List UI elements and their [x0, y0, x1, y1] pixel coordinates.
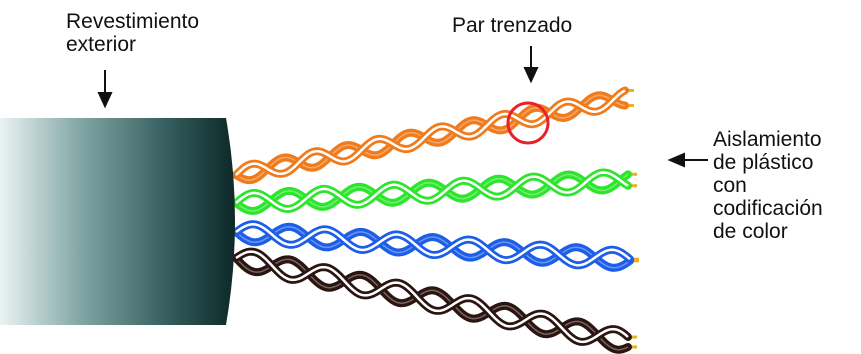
- twisted-pair-highlight-circle: [506, 101, 550, 145]
- label-insulation-line5: de color: [713, 220, 788, 243]
- arrow-jacket: [97, 70, 113, 109]
- label-outer-jacket-line2: exterior: [66, 33, 137, 56]
- label-outer-jacket-line1: Revestimiento: [66, 10, 200, 33]
- twisted-pairs-group: [232, 86, 639, 354]
- brown-pair-wire-2-highlight: [235, 250, 629, 344]
- label-insulation-line4: codificación: [713, 197, 823, 220]
- label-insulation-line3: con: [713, 174, 747, 197]
- green-pair-wire-2-highlight: [235, 171, 629, 211]
- green-pair-wire-1-highlight: [235, 173, 629, 212]
- blue-pair-wire-2-highlight: [235, 222, 631, 267]
- blue-pair-wire-1: [232, 222, 634, 272]
- outer-jacket: [0, 118, 235, 325]
- arrow-twisted-pair: [523, 46, 539, 84]
- label-twisted-pair: Par trenzado: [452, 14, 573, 37]
- orange-pair-wire-2-highlight: [235, 89, 626, 176]
- label-insulation: Aislamiento de plástico con codificación…: [713, 128, 823, 243]
- green-pair-wire-1: [232, 170, 632, 216]
- arrow-insulation: [667, 152, 708, 168]
- label-insulation-line1: Aislamiento: [713, 128, 822, 151]
- label-outer-jacket: Revestimiento exterior: [66, 10, 199, 56]
- label-insulation-line2: de plástico: [713, 151, 814, 174]
- blue-pair-wire-1-highlight: [235, 226, 631, 269]
